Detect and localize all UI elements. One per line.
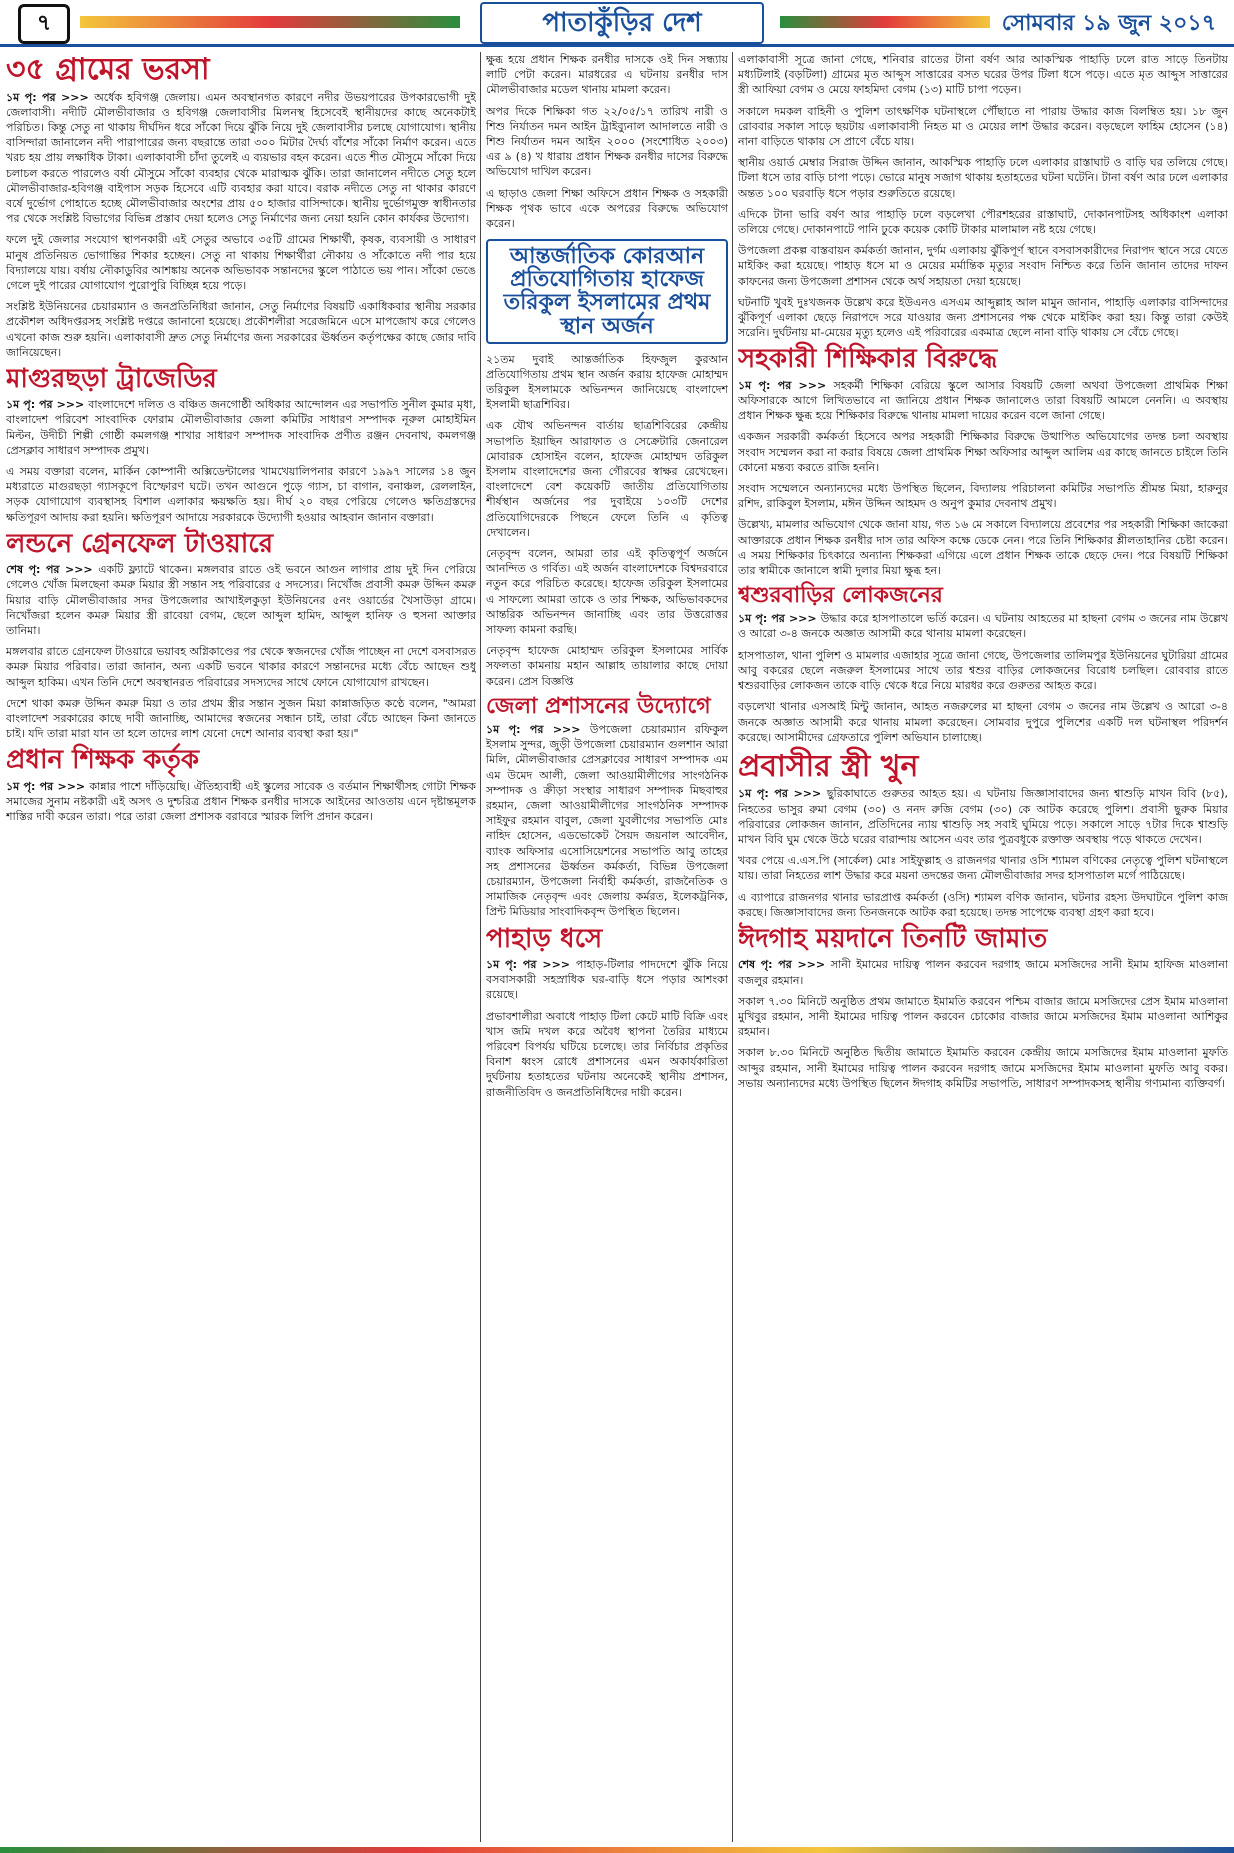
masthead-color-bar-left — [80, 16, 460, 28]
article-district-administration: জেলা প্রশাসনের উদ্যোগে ১ম পৃ: পর >>> উপজ… — [486, 692, 728, 920]
continuation-marker: ১ম পৃ: পর >>> — [738, 787, 827, 801]
continuation-marker: ১ম পৃ: পর >>> — [486, 957, 576, 971]
article-expatriate-wife: প্রবাসীর স্ত্রী খুন ১ম পৃ: পর >>> ছুরিকা… — [738, 751, 1228, 920]
continuation-marker: ১ম পৃ: পর >>> — [6, 398, 89, 412]
article-paragraph: এ সময় বক্তারা বলেন, মার্কিন কোম্পানী অক… — [6, 465, 476, 524]
article-paragraph: সংশ্লিষ্ট ইউনিয়নের চেয়ারম্যান ও জনপ্রত… — [6, 300, 476, 359]
article-paragraph: খবর পেয়ে এ.এস.পি (সার্কেল) মোঃ সাইফুল্ল… — [738, 854, 1228, 883]
article-headline: ৩৫ গ্রামের ভরসা — [6, 52, 210, 87]
article-landslide: পাহাড় ধসে ১ম পৃ: পর >>> পাহাড়-টিলার পা… — [486, 923, 728, 1100]
continuation-marker: ১ম পৃ: পর >>> — [486, 722, 590, 736]
article-paragraph: ১ম পৃ: পর >>> ছুরিকাঘাতে গুরুতর আহত হয়।… — [738, 787, 1228, 847]
article-paragraph: দেশে থাকা কমরু উদ্দিন কমরু মিয়া ও তার প… — [6, 696, 476, 741]
continuation-marker: ১ম পৃ: পর >>> — [6, 779, 90, 793]
article-paragraph: শেষ পৃ: পর >>> সানী ইমামের দায়িত্ব পালন… — [738, 958, 1228, 987]
dateline: সোমবার ১৯ জুন ২০১৭ — [1001, 11, 1216, 36]
article-assistant-teacher: সহকারী শিক্ষিকার বিরুদ্ধে ১ম পৃ: পর >>> … — [738, 346, 1228, 578]
article-paragraph: অপর দিকে শিক্ষিকা গত ২২/০৫/১৭ তারিখ নারী… — [486, 104, 728, 179]
article-grenfell-tower: লন্ডনে গ্রেনফেল টাওয়ারে শেষ পৃ: পর >>> … — [6, 528, 476, 742]
column-divider — [480, 52, 481, 1842]
article-paragraph: সংবাদ সম্মেলনে অন্যান্যদের মধ্যে উপস্থিত… — [738, 481, 1228, 511]
article-headline: প্রধান শিক্ষক কর্তৃক — [6, 745, 200, 776]
article-paragraph: স্থানীয় ওয়ার্ড মেম্বার সিরাজ উদ্দিন জা… — [738, 156, 1228, 200]
continuation-marker: ১ম পৃ: পর >>> — [738, 612, 821, 626]
article-paragraph: ১ম পৃ: পর >>> অর্ধেক হবিগঞ্জ জেলায়। এমন… — [6, 90, 476, 226]
article-paragraph: নেতৃবৃন্দ হাফেজ মোহাম্মদ তরিকুল ইসলামের … — [486, 644, 728, 688]
article-paragraph: এদিকে টানা ভারি বর্ষণ আর পাহাড়ি ঢলে বড়… — [738, 207, 1228, 237]
article-paragraph: ক্ষুব্ধ হয়ে প্রধান শিক্ষক রনধীর দাসকে ও… — [486, 53, 728, 97]
article-headline: মাগুরছড়া ট্রাজেডির — [6, 363, 217, 394]
column-left: ৩৫ গ্রামের ভরসা ১ম পৃ: পর >>> অর্ধেক হবি… — [6, 52, 476, 1842]
article-paragraph: একজন সরকারী কর্মকর্তা হিসেবে অপর সহকারী … — [738, 430, 1228, 474]
page-number: ৭ — [18, 4, 70, 44]
column-middle: ক্ষুব্ধ হয়ে প্রধান শিক্ষক রনধীর দাসকে ও… — [486, 52, 728, 1842]
article-in-laws: শ্বশুরবাড়ির লোকজনের ১ম পৃ: পর >>> উদ্ধা… — [738, 584, 1228, 745]
article-paragraph: ১ম পৃ: পর >>> উপজেলা চেয়ারম্যান রফিকুল … — [486, 722, 728, 919]
article-headline: পাহাড় ধসে — [486, 923, 603, 954]
article-paragraph: সকালে দমকল বাহিনী ও পুলিশ তাৎক্ষণিক ঘটনা… — [738, 104, 1228, 149]
article-paragraph: ১ম পৃ: পর >>> বাংলাদেশে দলিত ও বঞ্চিত জন… — [6, 398, 476, 457]
article-paragraph: বড়লেখা থানার এসআই মিন্টু জানান, আহত নজর… — [738, 700, 1228, 744]
article-paragraph: উল্লেখ্য, মামলার অভিযোগ থেকে জানা যায়, … — [738, 518, 1228, 577]
article-paragraph: হাসপাতাল, থানা পুলিশ ও মামলার এজাহার সূত… — [738, 648, 1228, 693]
article-headline: জেলা প্রশাসনের উদ্যোগে — [486, 692, 711, 719]
article-magurchhara-tragedy: মাগুরছড়া ট্রাজেডির ১ম পৃ: পর >>> বাংলাদ… — [6, 363, 476, 525]
article-paragraph: এ ছাড়াও জেলা শিক্ষা অফিসে প্রধান শিক্ষক… — [486, 186, 728, 231]
article-headline: সহকারী শিক্ষিকার বিরুদ্ধে — [738, 344, 998, 375]
article-paragraph: উপজেলা প্রকল্প বাস্তবায়ন কর্মকর্তা জানা… — [738, 244, 1228, 288]
column-divider — [732, 52, 733, 1842]
masthead-color-bar-right — [780, 16, 990, 28]
article-paragraph: সকাল ৮.৩০ মিনিটে অনুষ্ঠিত দ্বিতীয় জামাত… — [738, 1046, 1228, 1090]
article-paragraph: শেষ পৃ: পর >>> একটি ফ্ল্যাটে থাকেন। মঙ্গ… — [6, 563, 476, 637]
masthead: ৭ পাতাকুঁড়ির দেশ সোমবার ১৯ জুন ২০১৭ — [0, 0, 1234, 47]
footer-color-strip — [0, 1847, 1234, 1853]
column-right: এলাকাবাসী সূত্রে জানা গেছে, শনিবার রাতের… — [738, 52, 1228, 1842]
article-paragraph: ১ম পৃ: পর >>> কান্নার পাশে দাঁড়িয়েছি। … — [6, 779, 476, 824]
article-paragraph: ১ম পৃ: পর >>> উদ্ধার করে হাসপাতালে ভর্তি… — [738, 612, 1228, 641]
article-quran-competition: আন্তর্জাতিক কোরআন প্রতিযোগিতায় হাফেজ তর… — [486, 239, 728, 689]
article-headline: লন্ডনে গ্রেনফেল টাওয়ারে — [6, 528, 274, 559]
article-headline: শ্বশুরবাড়ির লোকজনের — [738, 582, 943, 609]
article-paragraph: মঙ্গলবার রাতে গ্রেনফেল টাওয়ারে ভয়াবহ অ… — [6, 645, 476, 689]
article-landslide-continued: এলাকাবাসী সূত্রে জানা গেছে, শনিবার রাতের… — [738, 52, 1228, 340]
continuation-marker: ১ম পৃ: পর >>> — [738, 378, 834, 392]
article-headline: ঈদগাহ ময়দানে তিনটি জামাত — [738, 924, 1048, 955]
article-paragraph: এক যৌথ অভিনন্দন বার্তায় ছাত্রশিবিরের কে… — [486, 419, 728, 539]
continuation-marker: শেষ পৃ: পর >>> — [738, 958, 831, 972]
article-paragraph: সকাল ৭.৩০ মিনিটে অনুষ্ঠিত প্রথম জামাতে ই… — [738, 994, 1228, 1039]
article-paragraph: ১ম পৃ: পর >>> সহকর্মী শিক্ষিকা বেরিয়ে স… — [738, 378, 1228, 423]
article-35-villages: ৩৫ গ্রামের ভরসা ১ম পৃ: পর >>> অর্ধেক হবি… — [6, 54, 476, 360]
article-headline: প্রবাসীর স্ত্রী খুন — [738, 748, 919, 784]
article-paragraph: ফলে দুই জেলার সংযোগ স্থাপনকারী এই সেতুর … — [6, 233, 476, 292]
article-paragraph: প্রভাবশালীরা অবাধে পাহাড় টিলা কেটে মাটি… — [486, 1009, 728, 1099]
continuation-marker: ১ম পৃ: পর >>> — [6, 90, 95, 104]
continuation-marker: শেষ পৃ: পর >>> — [6, 563, 99, 577]
article-paragraph: নেতৃবৃন্দ বলেন, আমরা তার এই কৃতিত্বপূর্ণ… — [486, 547, 728, 637]
article-paragraph: ২১তম দুবাই আন্তর্জাতিক হিফজুল কুরআন প্রত… — [486, 352, 728, 412]
article-headline: আন্তর্জাতিক কোরআন প্রতিযোগিতায় হাফেজ তর… — [486, 239, 728, 344]
article-paragraph: ১ম পৃ: পর >>> পাহাড়-টিলার পাদদেশে ঝুঁকি… — [486, 957, 728, 1002]
article-paragraph: ঘটনাটি খুবই দুঃখজনক উল্লেখ করে ইউএনও এসএ… — [738, 295, 1228, 340]
article-paragraph: এ ব্যাপারে রাজনগর থানার ভারপ্রাপ্ত কর্মক… — [738, 890, 1228, 919]
article-head-teacher-continued: ক্ষুব্ধ হয়ে প্রধান শিক্ষক রনধীর দাসকে ও… — [486, 52, 728, 231]
newspaper-logo: পাতাকুঁড়ির দেশ — [480, 2, 764, 44]
article-paragraph: এলাকাবাসী সূত্রে জানা গেছে, শনিবার রাতের… — [738, 53, 1228, 97]
article-eidgah: ঈদগাহ ময়দানে তিনটি জামাত শেষ পৃ: পর >>>… — [738, 924, 1228, 1091]
article-head-teacher: প্রধান শিক্ষক কর্তৃক ১ম পৃ: পর >>> কান্ন… — [6, 747, 476, 824]
